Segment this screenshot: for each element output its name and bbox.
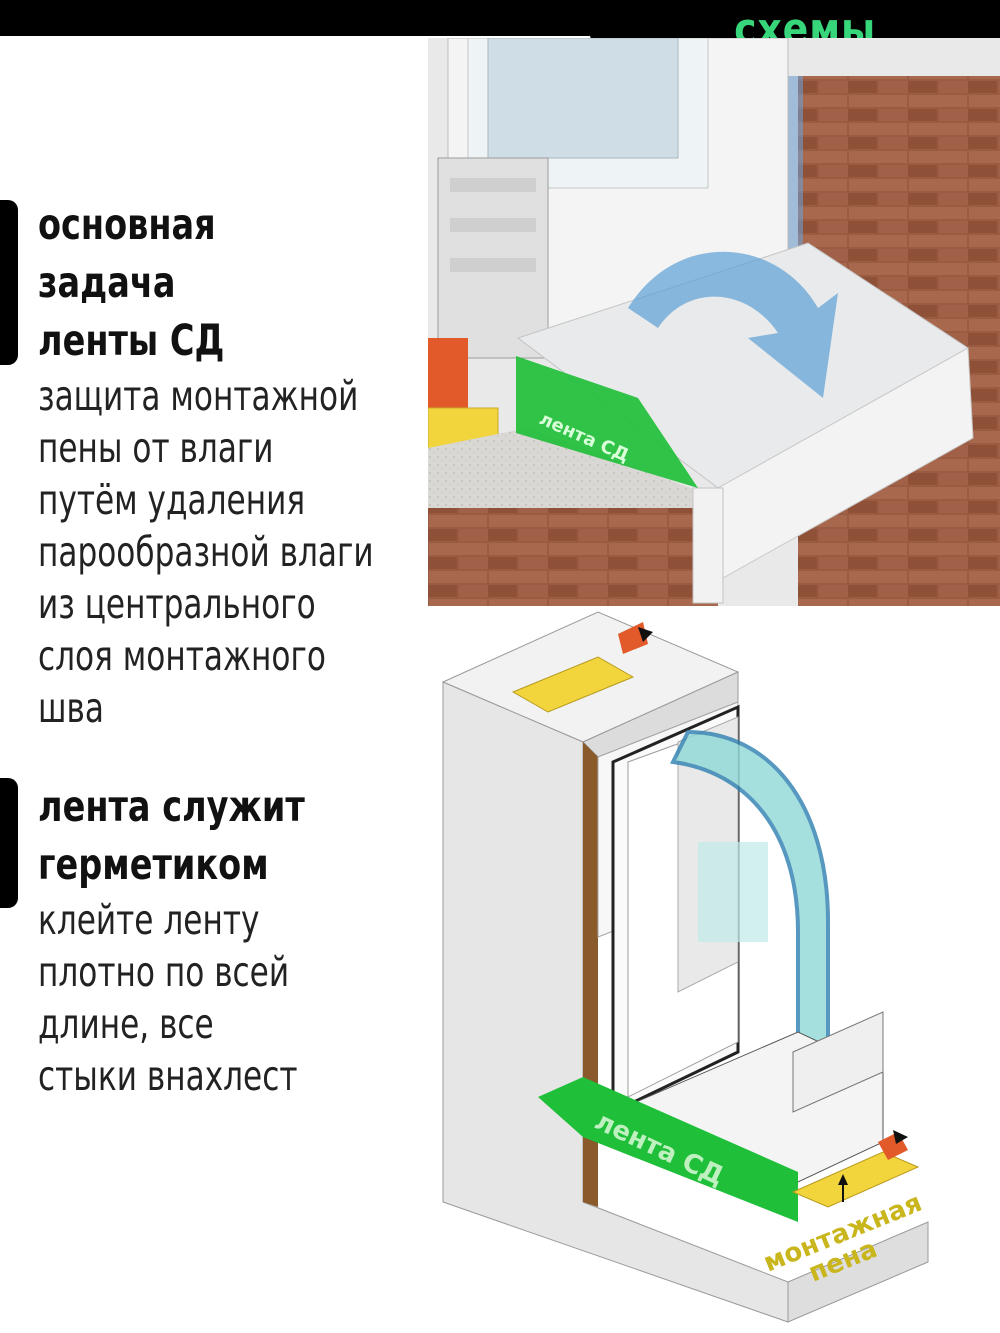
window-section-illustration: лента СД монтажная пена <box>441 611 929 1323</box>
section1-body-line: пены от влаги <box>38 424 274 472</box>
section2-title-line: герметиком <box>38 840 269 890</box>
section1-body-line: защита монтажной <box>38 372 359 420</box>
section2-body-line: длине, все <box>38 1000 214 1048</box>
section1-body-line: путём удаления <box>38 476 306 524</box>
section1-title-line: ленты СД <box>38 316 225 366</box>
section1-body-line: шва <box>38 684 104 732</box>
section1-marker <box>0 200 18 365</box>
section2-body-line: плотно по всей <box>38 948 290 996</box>
section2-body-line: стыки внахлест <box>38 1052 298 1100</box>
section1-body-line: из центрального <box>38 580 316 628</box>
section1-title-line: основная <box>38 200 216 250</box>
tape-green <box>538 1077 798 1222</box>
windowsill-illustration: лента СД <box>428 38 1000 606</box>
section1: основная задача ленты СД защита монтажно… <box>38 196 480 734</box>
section2-marker <box>0 778 18 908</box>
section2-body-line: клейте ленту <box>38 896 260 944</box>
moisture-arrow <box>628 251 838 398</box>
section1-title-line: задача <box>38 258 176 308</box>
tape-green <box>516 356 698 488</box>
section2-title-line: лента служит <box>38 782 305 832</box>
section1-body-line: слоя монтажного <box>38 632 326 680</box>
section1-body-line: парообразной влаги <box>38 528 374 576</box>
section2: лента служит герметиком клейте ленту пло… <box>38 778 380 1102</box>
